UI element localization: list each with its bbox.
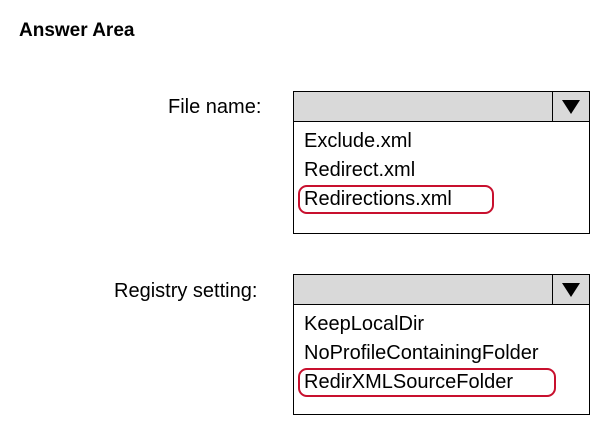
answer-highlight-outline <box>298 368 556 397</box>
registry-setting-option-redirxmlsourcefolder[interactable]: RedirXMLSourceFolder <box>298 368 589 397</box>
file-name-dropdown[interactable]: Exclude.xml Redirect.xml Redirections.xm… <box>293 91 590 234</box>
file-name-label: File name: <box>168 96 262 118</box>
file-name-option-exclude[interactable]: Exclude.xml <box>304 130 412 152</box>
file-name-options-list: Exclude.xml Redirect.xml Redirections.xm… <box>294 122 589 233</box>
registry-setting-label: Registry setting: <box>114 280 258 302</box>
file-name-dropdown-toggle[interactable] <box>552 92 589 121</box>
registry-setting-dropdown[interactable]: KeepLocalDir NoProfileContainingFolder R… <box>293 274 590 415</box>
answer-area-title: Answer Area <box>19 20 135 41</box>
answer-highlight-outline <box>298 185 494 214</box>
file-name-dropdown-header[interactable] <box>294 92 589 122</box>
registry-setting-option-keeplocaldir[interactable]: KeepLocalDir <box>304 313 425 335</box>
triangle-down-icon <box>562 100 580 114</box>
registry-setting-dropdown-toggle[interactable] <box>552 275 589 304</box>
triangle-down-icon <box>562 283 580 297</box>
registry-setting-option-noprofilecontainingfolder[interactable]: NoProfileContainingFolder <box>304 342 539 364</box>
file-name-option-redirections[interactable]: Redirections.xml <box>298 185 589 214</box>
registry-setting-dropdown-header[interactable] <box>294 275 589 305</box>
file-name-option-redirect[interactable]: Redirect.xml <box>304 159 416 181</box>
registry-setting-options-list: KeepLocalDir NoProfileContainingFolder R… <box>294 305 589 414</box>
